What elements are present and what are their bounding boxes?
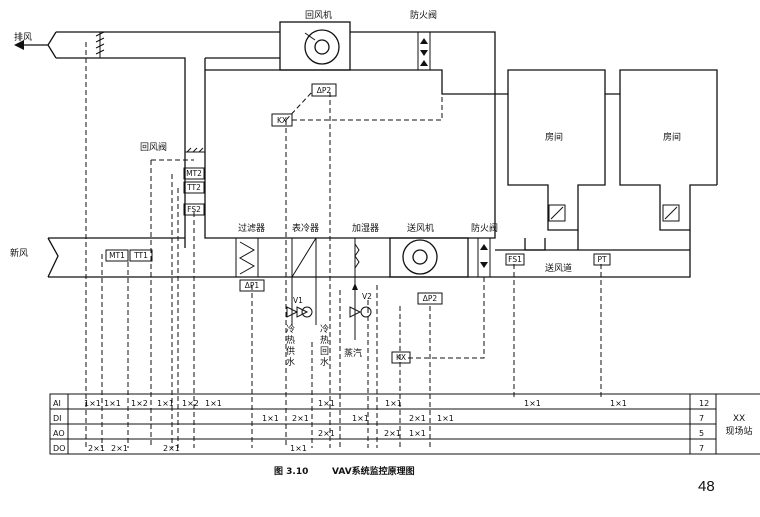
instrument-tags: ΔP2 KX MT2 TT2 FS2 MT1 TT1 ΔP1 ΔP2 KX FS… <box>105 83 611 364</box>
fresh-air-label: 新风 <box>10 247 28 259</box>
kx-bottom-box <box>391 351 411 364</box>
mt1-box <box>105 249 129 262</box>
row-count-di: 7 <box>699 414 704 423</box>
io-cell: 1×1 <box>290 444 307 453</box>
dp1-tag: ΔP1 <box>245 281 260 290</box>
row-name-do: DO <box>53 444 65 453</box>
row-name-di: DI <box>53 414 62 423</box>
steam-label: 蒸汽 <box>344 347 362 359</box>
fs2-box <box>183 203 205 216</box>
mt1-tag: MT1 <box>109 251 125 260</box>
valve-v1-label: V1 <box>293 296 303 305</box>
dp2-top-box <box>311 83 337 97</box>
caption-title: VAV系统监控原理图 <box>332 465 415 477</box>
row-name-ao: AO <box>53 429 65 438</box>
caption-number: 图 3.10 <box>274 466 308 477</box>
station-name: 现场站 <box>725 425 752 437</box>
mt2-tag: MT2 <box>186 169 202 178</box>
io-cell: 1×1 <box>157 399 174 408</box>
component-labels: 排风 回风机 防火阀 回风阀 新风 过滤器 表冷器 加湿器 送风机 防火阀 送风… <box>10 9 681 368</box>
dp2-bottom-box <box>417 292 443 305</box>
cooler-label: 表冷器 <box>292 222 319 234</box>
kx-bottom-tag: KX <box>396 353 406 362</box>
tt2-box <box>183 181 205 194</box>
ductwork <box>14 21 718 278</box>
io-cell: 1×2 <box>131 399 148 408</box>
io-cell: 2×1 <box>163 444 180 453</box>
tt1-tag: TT1 <box>133 251 148 260</box>
tt2-tag: TT2 <box>186 183 201 192</box>
valve-v2-label: V2 <box>362 292 372 301</box>
io-cell: 2×1 <box>111 444 128 453</box>
pt-tag: PT <box>597 255 607 264</box>
equipment <box>95 29 680 340</box>
io-cell: 1×1 <box>610 399 627 408</box>
dp2-bottom-tag: ΔP2 <box>423 294 438 303</box>
fs1-tag: FS1 <box>508 255 522 264</box>
row-name-ai: AI <box>53 399 61 408</box>
fs1-box <box>505 253 525 266</box>
io-cell: 2×1 <box>409 414 426 423</box>
figure-caption: 图 3.10 VAV系统监控原理图 <box>274 465 415 477</box>
supply-duct-label: 送风道 <box>545 262 572 274</box>
row-count-ai: 12 <box>699 399 709 408</box>
fs2-tag: FS2 <box>187 205 201 214</box>
io-cell: 1×1 <box>352 414 369 423</box>
io-cell: 2×1 <box>292 414 309 423</box>
humidifier-label: 加湿器 <box>352 223 379 234</box>
return-damper-label: 回风阀 <box>140 142 167 153</box>
io-cell: 1×1 <box>409 429 426 438</box>
row-count-ao: 5 <box>699 429 704 438</box>
kx-top-tag: KX <box>277 116 287 125</box>
dp2-top-tag: ΔP2 <box>317 86 332 95</box>
kx-top-box <box>271 113 293 127</box>
chilled-supply-label: 冷热供水 <box>286 323 295 368</box>
io-cell: 1×2 <box>182 399 199 408</box>
io-cell: 1×1 <box>437 414 454 423</box>
io-cell: 1×1 <box>205 399 222 408</box>
io-cell: 1×1 <box>318 399 335 408</box>
io-cell: 1×1 <box>262 414 279 423</box>
signal-lines <box>85 42 602 448</box>
io-cell: 1×1 <box>385 399 402 408</box>
io-cell: 1×1 <box>524 399 541 408</box>
io-cell: 1×1 <box>84 399 101 408</box>
exhaust-air-label: 排风 <box>14 31 32 43</box>
io-cell: 1×1 <box>104 399 121 408</box>
io-cell: 2×1 <box>88 444 105 453</box>
mt2-box <box>183 167 205 180</box>
filter-label: 过滤器 <box>238 222 265 234</box>
row-count-do: 7 <box>699 444 704 453</box>
fire-damper-bottom-label: 防火阀 <box>471 222 498 234</box>
supply-fan-label: 送风机 <box>407 222 434 234</box>
tt1-box <box>129 249 153 262</box>
fire-damper-top-label: 防火阀 <box>410 9 437 21</box>
room-2-label: 房间 <box>663 131 681 143</box>
pt-box <box>593 253 611 266</box>
return-fan-label: 回风机 <box>305 9 332 21</box>
page-number: 48 <box>698 478 715 495</box>
io-cell: 2×1 <box>384 429 401 438</box>
chilled-return-label: 冷热回水 <box>320 323 329 368</box>
io-cell: 2×1 <box>318 429 335 438</box>
station-code: XX <box>733 414 745 424</box>
room-1-label: 房间 <box>545 131 563 143</box>
dp1-box <box>239 279 265 292</box>
